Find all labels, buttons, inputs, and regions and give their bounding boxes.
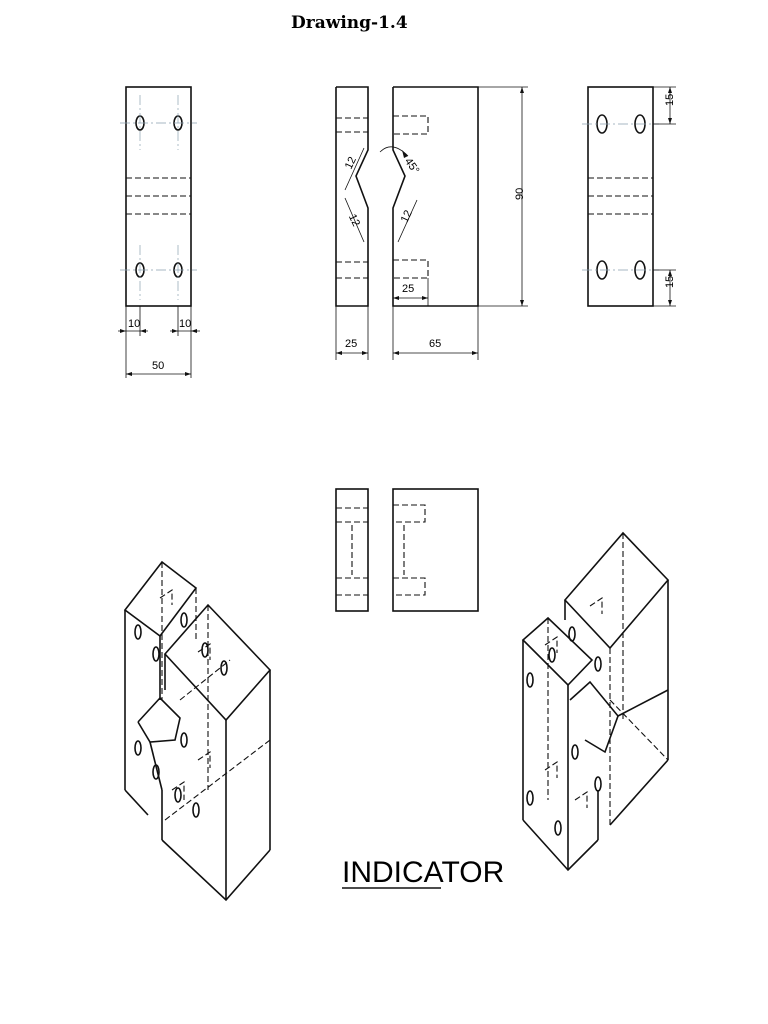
dim-hole-bottom: 15 [664,276,676,288]
dim-v-lower: 12 [346,212,362,228]
dim-right-offset: 10 [179,318,191,330]
dim-height: 90 [514,188,526,200]
front-view: 10 10 50 [118,86,200,378]
isometric-view-right [521,531,670,872]
side-view: 12 12 12 45° 90 25 25 65 [335,86,528,360]
dim-left-offset: 10 [128,318,140,330]
drawing-title: Drawing-1.4 [291,13,408,33]
end-view: 15 15 [582,86,676,307]
assembled-view [335,488,479,612]
dim-slot-depth: 25 [402,283,414,295]
dim-left-part-width: 25 [345,338,357,350]
dim-angle: 45° [402,156,421,177]
isometric-view-left [123,560,272,902]
part-label: INDICATOR [342,856,504,889]
dim-front-width: 50 [152,360,164,372]
dim-v-upper: 12 [343,155,359,171]
dim-right-part-width: 65 [429,338,441,350]
dim-hole-top: 15 [664,94,676,106]
dim-v-right-lower: 12 [399,208,415,224]
